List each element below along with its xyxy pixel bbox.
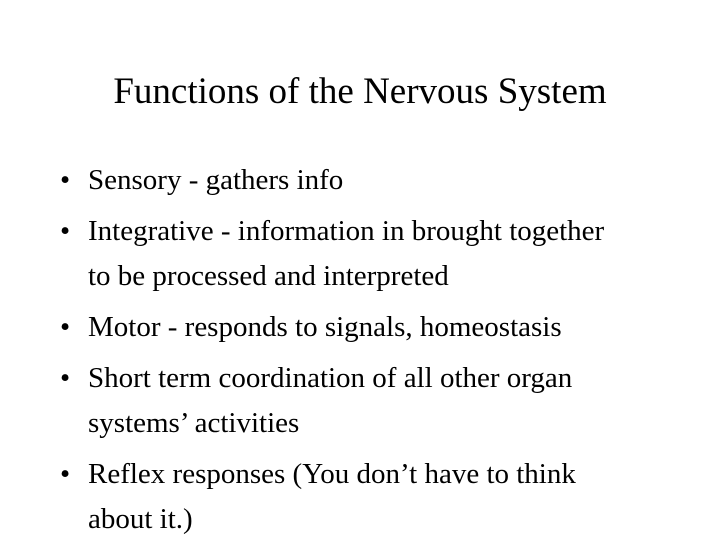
slide-title: Functions of the Nervous System [113, 71, 607, 112]
bullet-text-line: to be processed and interpreted [88, 260, 449, 292]
list-item: • Integrative - information in brought t… [56, 209, 676, 299]
bullet-point-icon: • [60, 362, 71, 394]
bullet-list: • Sensory - gathers info • Integrative -… [56, 158, 676, 542]
bullet-point-icon: • [60, 458, 71, 490]
bullet-text-line: Motor - responds to signals, homeostasis [88, 311, 562, 343]
list-item: • Short term coordination of all other o… [56, 356, 676, 446]
bullet-text-line: Reflex responses (You don’t have to thin… [88, 458, 576, 490]
bullet-point-icon: • [60, 164, 71, 196]
list-item: • Reflex responses (You don’t have to th… [56, 452, 676, 542]
bullet-text-line: Short term coordination of all other org… [88, 362, 573, 394]
bullet-point-icon: • [60, 311, 71, 343]
bullet-text-line: about it.) [88, 503, 193, 535]
bullet-text-line: systems’ activities [88, 407, 300, 439]
bullet-point-icon: • [60, 215, 71, 247]
bullet-text-line: Sensory - gathers info [88, 164, 344, 196]
list-item: • Motor - responds to signals, homeostas… [56, 305, 676, 350]
list-item: • Sensory - gathers info [56, 158, 676, 203]
bullet-text-line: Integrative - information in brought tog… [88, 215, 605, 247]
